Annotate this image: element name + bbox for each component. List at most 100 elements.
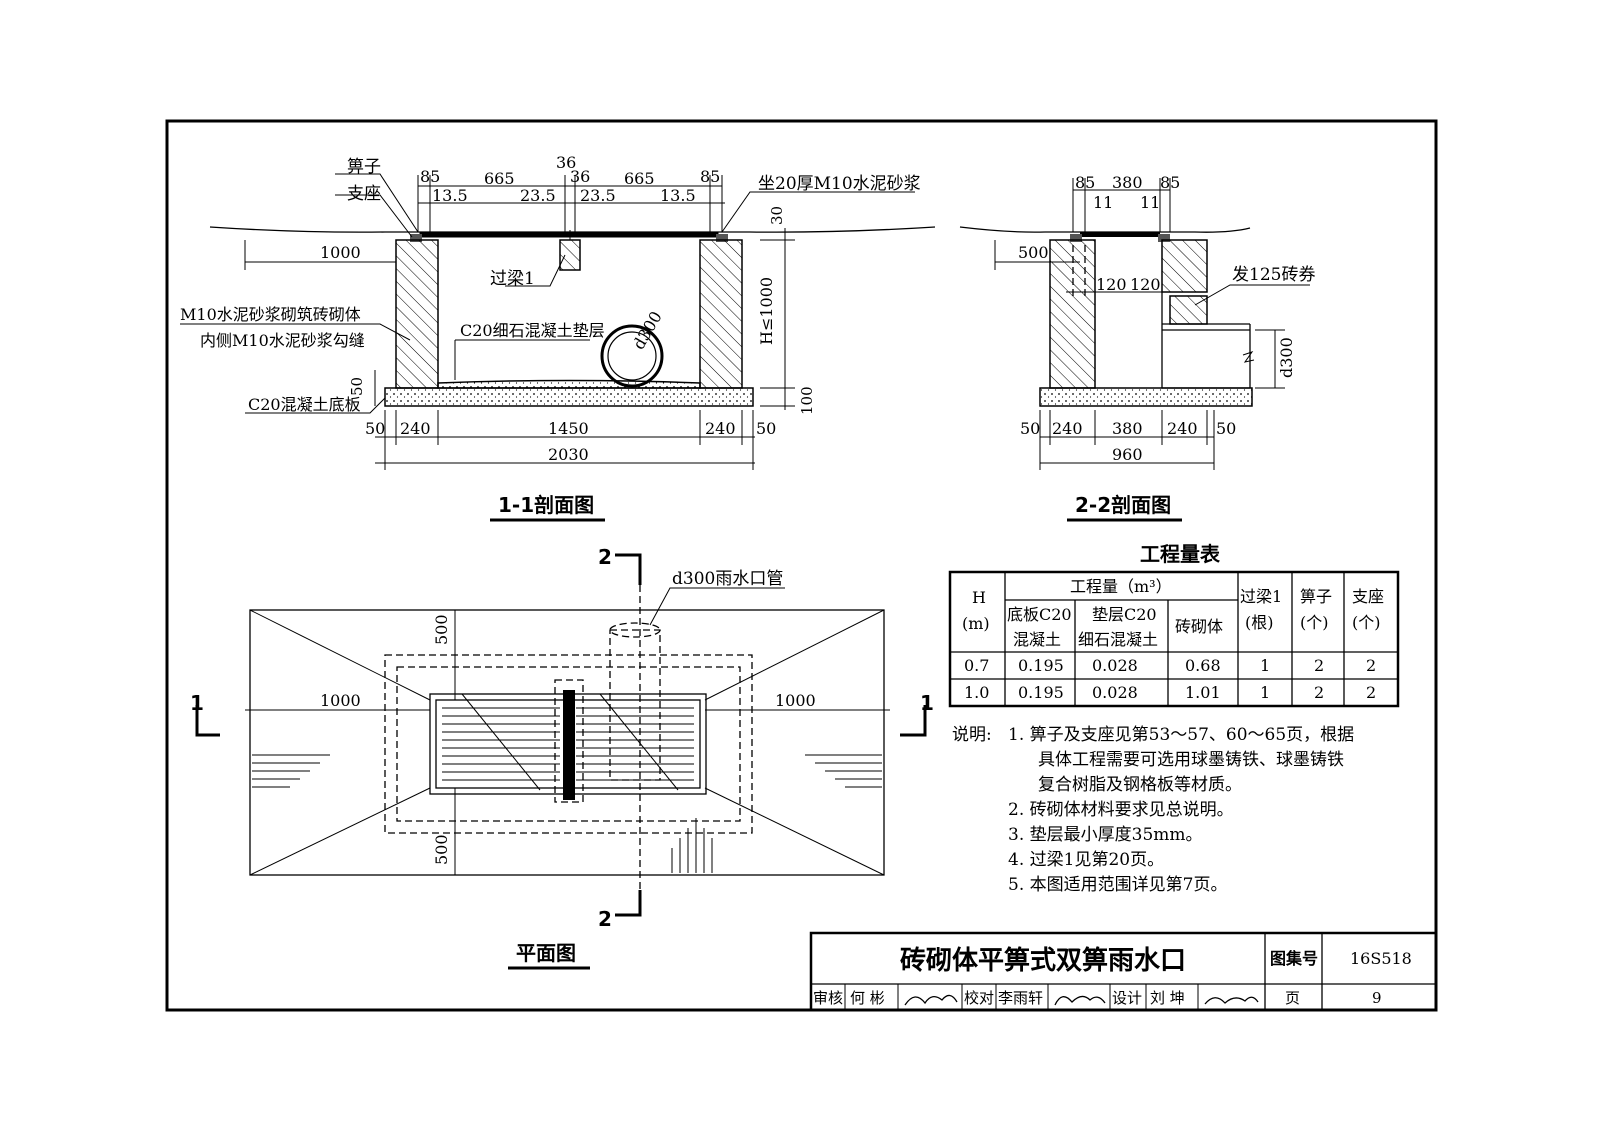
note-line-3: 复合树脂及钢格板等材质。 — [1038, 775, 1242, 795]
label-masonry-2: 内侧M10水泥砂浆勾缝 — [200, 331, 365, 350]
label-mortar-bed: 坐20厚M10水泥砂浆 — [758, 174, 921, 194]
plan-pipe — [609, 629, 661, 781]
reviewer-name: 何 彬 — [850, 989, 885, 1007]
note-line-7: 5. 本图适用范围详见第7页。 — [1008, 875, 1227, 895]
th-cushion-1: 垫层C20 — [1092, 605, 1157, 624]
label-height: H≤1000 — [757, 277, 776, 345]
th-h-unit: (m) — [962, 614, 990, 633]
title-table: 工程量表 — [1140, 542, 1221, 566]
label-lintel: 过梁1 — [490, 269, 535, 289]
dim-bot-1450: 1450 — [548, 419, 589, 438]
dim22-bot-240-right: 240 — [1167, 419, 1198, 438]
grate-right — [569, 699, 701, 789]
cell-r2-lintel: 1 — [1260, 683, 1270, 702]
title-section-1-1: 1-1剖面图 — [498, 493, 594, 517]
title-section-2-2: 2-2剖面图 — [1075, 493, 1171, 517]
label-grate: 箅子 — [347, 157, 381, 177]
cell-r1-grate: 2 — [1314, 656, 1324, 675]
dim-top2-b: 23.5 — [520, 186, 556, 205]
dim-plan-1000-left: 1000 — [320, 691, 361, 710]
cell-r2-cushion: 0.028 — [1092, 683, 1138, 702]
plan-view — [195, 553, 927, 917]
dim22-11-right: 11 — [1140, 193, 1160, 212]
dim-plan-1000-right: 1000 — [775, 691, 816, 710]
section-2-2 — [959, 178, 1310, 470]
sheet-border — [165, 119, 1438, 1012]
base-slab — [384, 387, 754, 407]
check-label: 校对 — [964, 989, 994, 1007]
page-number: 9 — [1372, 989, 1382, 1007]
design-label: 设计 — [1112, 989, 1142, 1007]
th-cushion-2: 细石混凝土 — [1078, 630, 1158, 649]
right-wall — [699, 239, 743, 389]
dim22-bot-380: 380 — [1112, 419, 1143, 438]
dim22-120-b: 120 — [1130, 275, 1161, 294]
th-base-1: 底板C20 — [1007, 605, 1072, 624]
atlas-label: 图集号 — [1270, 949, 1318, 968]
dim22-bot-240-left: 240 — [1052, 419, 1083, 438]
cushion-layer — [437, 379, 701, 389]
dim-bot-240-right: 240 — [705, 419, 736, 438]
left-wall — [395, 239, 439, 389]
th-base-2: 混凝土 — [1013, 630, 1061, 649]
cut-label-2-bottom: 2 — [598, 907, 612, 931]
dim-plan-500-bottom: 500 — [432, 834, 451, 865]
dim-1000: 1000 — [320, 243, 361, 262]
th-lintel-1: 过梁1 — [1240, 587, 1282, 606]
note-line-6: 4. 过梁1见第20页。 — [1008, 850, 1164, 870]
cell-r2-seat: 2 — [1366, 683, 1376, 702]
cut-label-1-left: 1 — [190, 691, 204, 715]
th-lintel-2: (根) — [1245, 613, 1274, 632]
base-slab-22 — [1039, 387, 1253, 407]
dim22-bot-50-right: 50 — [1216, 419, 1236, 438]
dim22-total-960: 960 — [1112, 445, 1143, 464]
dim-bot-50-right: 50 — [756, 419, 776, 438]
dim-bot-50-left: 50 — [365, 419, 385, 438]
atlas-number: 16S518 — [1350, 949, 1412, 968]
dim-top-85-left: 85 — [420, 167, 440, 186]
dim22-bot-50-left: 50 — [1020, 419, 1040, 438]
right-wall-top-22 — [1161, 239, 1208, 293]
dim-top2-c: 23.5 — [580, 186, 616, 205]
dim-top-36-a: 36 — [556, 153, 576, 172]
th-seat-1: 支座 — [1352, 587, 1384, 606]
label-base: C20混凝土底板 — [248, 395, 361, 414]
note-line-4: 2. 砖砌体材料要求见总说明。 — [1008, 800, 1234, 820]
note-line-1: 1. 箅子及支座见第53～57、60～65页，根据 — [1008, 725, 1354, 745]
pipe-circle — [600, 324, 664, 388]
dim22-85-right: 85 — [1160, 173, 1180, 192]
cell-r1-lintel: 1 — [1260, 656, 1270, 675]
dim-30: 30 — [768, 206, 786, 225]
dim22-380: 380 — [1112, 173, 1143, 192]
designer-name: 刘 坤 — [1150, 989, 1185, 1007]
dim-100: 100 — [798, 386, 816, 415]
label-seat: 支座 — [347, 184, 381, 204]
dim22-11-left: 11 — [1093, 193, 1113, 212]
dim22-85-left: 85 — [1075, 173, 1095, 192]
cell-r1-cushion: 0.028 — [1092, 656, 1138, 675]
lintel-1 — [559, 239, 581, 271]
label-arch: 发125砖券 — [1232, 265, 1315, 285]
main-title: 砖砌体平箅式双箅雨水口 — [900, 945, 1186, 976]
dim-50-left: 50 — [348, 377, 366, 396]
grate-center-bar — [563, 690, 575, 800]
notes-label: 说明: — [952, 725, 992, 745]
dim-top2-d: 13.5 — [660, 186, 696, 205]
dim-top-85-right: 85 — [700, 167, 720, 186]
title-block — [809, 931, 1438, 1012]
th-group: 工程量（m³） — [1070, 577, 1172, 596]
grate-left — [435, 699, 567, 789]
label-pipe-22: d300 — [1277, 337, 1296, 378]
label-plan-pipe: d300雨水口管 — [672, 569, 783, 589]
review-label: 审核 — [813, 989, 843, 1007]
arch-22 — [1169, 295, 1208, 325]
dim-total-2030: 2030 — [548, 445, 589, 464]
cell-r1-base: 0.195 — [1018, 656, 1064, 675]
dim-top-665-right: 665 — [624, 169, 655, 188]
title-plan: 平面图 — [516, 941, 576, 965]
th-brick: 砖砌体 — [1175, 617, 1223, 636]
cut-label-1-right: 1 — [920, 691, 934, 715]
section-1-1 — [180, 173, 936, 470]
cut-label-2-top: 2 — [598, 545, 612, 569]
checker-name: 李雨轩 — [998, 989, 1043, 1007]
